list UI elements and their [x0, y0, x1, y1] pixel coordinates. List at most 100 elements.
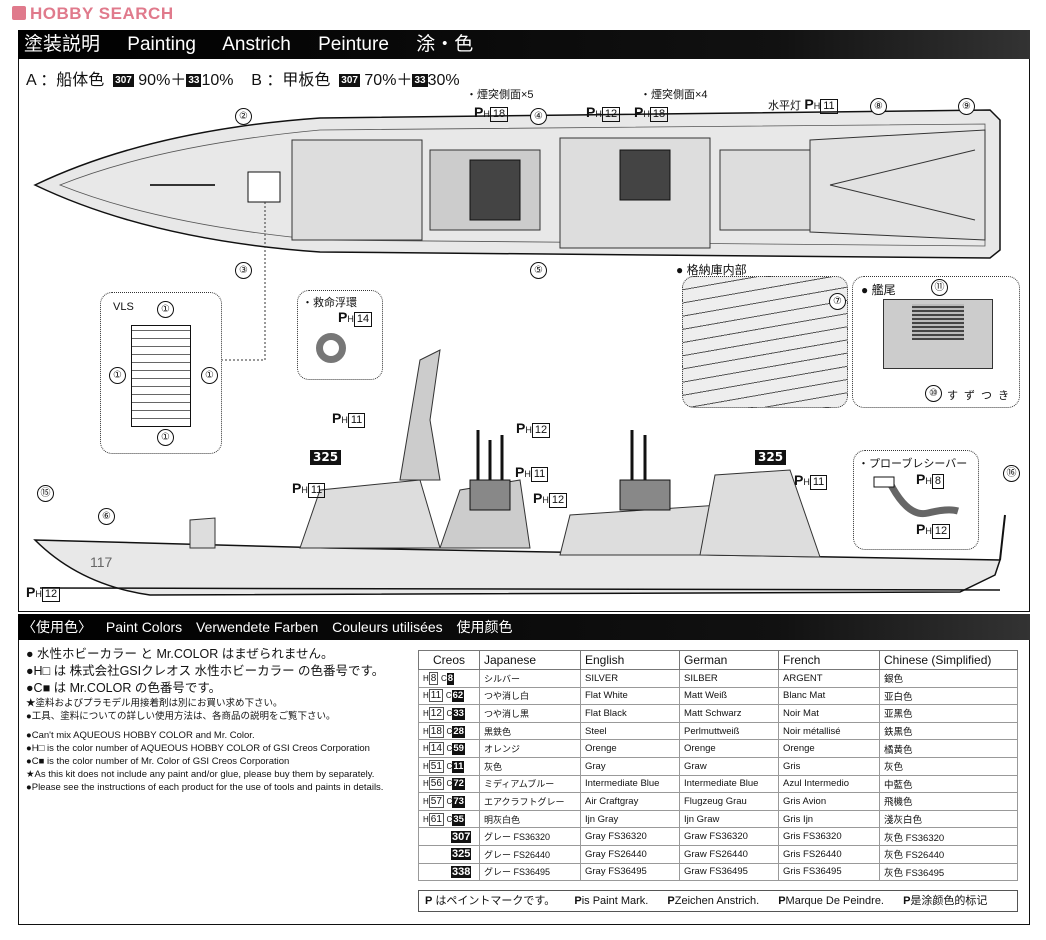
aft-funnel-side — [619, 479, 671, 511]
probe-receiver-icon — [873, 476, 960, 518]
english-name: Air Craftgray — [580, 792, 680, 811]
japanese-name: シルバー — [479, 669, 581, 688]
french-name: Gris FS36320 — [778, 827, 880, 846]
english-name: Flat Black — [580, 704, 680, 723]
french-name: Gris Avion — [778, 792, 880, 811]
part-number-16: ⑯ — [1003, 465, 1020, 482]
aft-funnel — [619, 149, 671, 201]
header-title-jp: 塗装説明 — [24, 34, 101, 55]
creos-code: 307 — [418, 827, 480, 846]
table-row: 325 グレー FS26440 Gray FS26440 Graw FS2644… — [418, 844, 1018, 864]
german-name: Graw FS36320 — [679, 827, 779, 846]
table-header-row: Creos Japanese English German French Chi… — [418, 650, 1018, 670]
flight-deck — [809, 129, 986, 241]
french-name: Orenge — [778, 739, 880, 758]
german-name: Perlmuttweiß — [679, 721, 779, 741]
forward-funnel-side — [469, 479, 511, 511]
german-name: Ijn Graw — [679, 809, 779, 829]
english-name: Intermediate Blue — [580, 774, 680, 794]
stern-detail-box: ● 艦尾 ⑪ ⑩ すずつき — [852, 276, 1020, 408]
watermark: HOBBY SEARCH — [12, 4, 174, 24]
stern-image — [883, 299, 993, 369]
japanese-name: グレー FS26440 — [479, 844, 581, 864]
french-name: Noir Mat — [778, 704, 880, 723]
german-name: Orenge — [679, 739, 779, 758]
english-name: Orenge — [580, 739, 680, 758]
paint-colors-header: 〈使用色〉 Paint Colors Verwendete Farben Cou… — [18, 614, 1030, 640]
japanese-name: ミディアムブルー — [479, 774, 581, 794]
color-callout-325-aft: 325 — [755, 450, 787, 465]
chinese-name: 灰色 — [879, 756, 1018, 776]
header-title-de: Anstrich — [222, 34, 291, 55]
mast — [399, 349, 441, 481]
part-number-3: ③ — [235, 262, 252, 279]
japanese-name: つや消し黒 — [479, 704, 581, 723]
french-name: Gris FS26440 — [778, 844, 880, 864]
chinese-name: 亚黑色 — [879, 704, 1018, 723]
ship-drawings — [33, 109, 1006, 596]
chinese-name: 飛機色 — [879, 792, 1018, 811]
table-row: 307 グレー FS36320 Gray FS36320 Graw FS3632… — [418, 827, 1018, 846]
japanese-name: つや消し白 — [479, 686, 581, 706]
header-title-fr: Peinture — [318, 34, 389, 55]
japanese-name: エアクラフトグレー — [479, 792, 581, 811]
japanese-name: 黒鉄色 — [479, 721, 581, 741]
painting-panel — [18, 59, 1030, 612]
german-name: Graw FS36495 — [679, 862, 779, 882]
vls-grid — [131, 325, 191, 427]
creos-code: 325 — [418, 844, 480, 864]
german-name: Graw — [679, 756, 779, 776]
paint-colors-panel — [18, 640, 1030, 925]
creos-code: 338 — [418, 862, 480, 882]
header-title-en: Painting — [127, 34, 196, 55]
japanese-name: 灰色 — [479, 756, 581, 776]
chinese-name: 淺灰白色 — [879, 809, 1018, 829]
aft-superstructure-side — [699, 469, 821, 558]
funnel-side-x5-label: ・煙突側面×5 — [466, 89, 534, 101]
gun-turret — [189, 517, 216, 549]
french-name: Gris Ijn — [778, 809, 880, 829]
hull-number: 117 — [90, 554, 113, 570]
japanese-name: オレンジ — [479, 739, 581, 758]
japanese-name: 明灰白色 — [479, 809, 581, 829]
lifebuoy-icon — [316, 333, 346, 363]
funnel-side-x4-label: ・煙突側面×4 — [640, 89, 708, 101]
german-name: Graw FS26440 — [679, 844, 779, 864]
german-name: Matt Weiß — [679, 686, 779, 706]
english-name: Flat White — [580, 686, 680, 706]
english-name: SILVER — [580, 669, 680, 688]
hobby-search-logo-icon — [12, 6, 26, 20]
vls-grid-top — [247, 171, 281, 203]
part-number-6: ⑥ — [98, 508, 115, 525]
german-name: SILBER — [679, 669, 779, 688]
hangar-detail-box: ⑦ — [682, 276, 848, 408]
german-name: Intermediate Blue — [679, 774, 779, 794]
english-name: Gray FS26440 — [580, 844, 680, 864]
english-name: Steel — [580, 721, 680, 741]
part-number-8: ⑧ — [870, 98, 887, 115]
chinese-name: 橘黄色 — [879, 739, 1018, 758]
french-name: Noir métallisé — [778, 721, 880, 741]
